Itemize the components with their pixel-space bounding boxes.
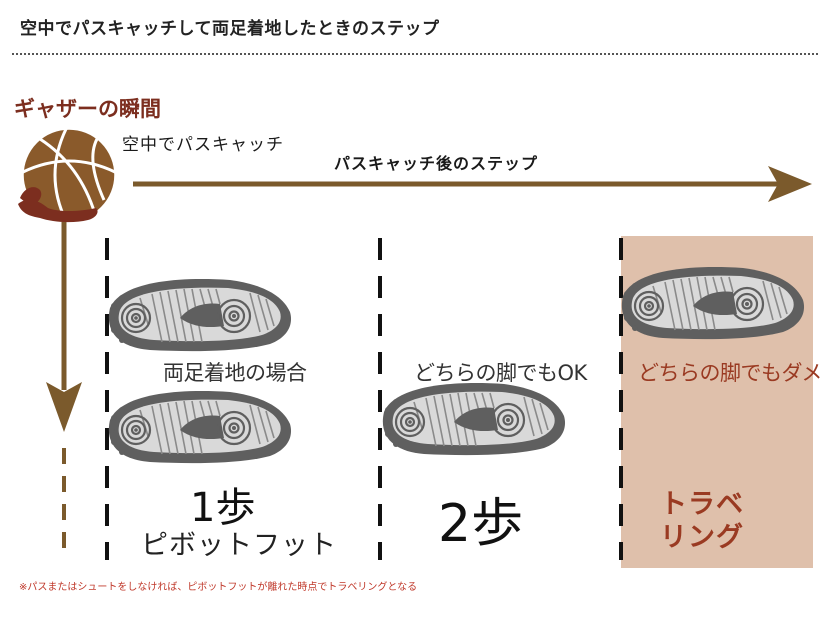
vertical-arrow bbox=[46, 222, 82, 558]
shoe-sole-icon bbox=[620, 265, 806, 341]
shoe-sole-icon bbox=[107, 277, 293, 353]
steps-after-catch-label: パスキャッチ後のステップ bbox=[334, 154, 539, 173]
gather-moment-label: ギャザーの瞬間 bbox=[14, 97, 161, 121]
step-1-label: 1歩 bbox=[190, 485, 256, 531]
traveling-label-line2: リング bbox=[660, 522, 744, 553]
hand-icon bbox=[18, 187, 98, 223]
basketball-icon bbox=[22, 128, 116, 222]
horizontal-arrow bbox=[133, 166, 812, 202]
both-feet-landing-label: 両足着地の場合 bbox=[163, 361, 307, 385]
shoe-sole-icon bbox=[381, 381, 567, 457]
step-2-label: 2歩 bbox=[438, 494, 524, 554]
footnote: ※パスまたはシュートをしなければ、ピボットフットが離れた時点でトラベリングとなる bbox=[19, 582, 418, 593]
either-foot-ng-label: どちらの脚でもダメ bbox=[638, 361, 822, 385]
shoe-sole-icon bbox=[107, 389, 293, 465]
traveling-label-line1: トラベ bbox=[660, 489, 744, 520]
catch-in-air-label: 空中でパスキャッチ bbox=[122, 135, 284, 155]
dotted-divider bbox=[12, 53, 818, 55]
either-foot-ok-label: どちらの脚でもOK bbox=[414, 361, 587, 385]
pivot-foot-label: ピボットフット bbox=[141, 530, 337, 561]
page-title: 空中でパスキャッチして両足着地したときのステップ bbox=[20, 19, 440, 39]
